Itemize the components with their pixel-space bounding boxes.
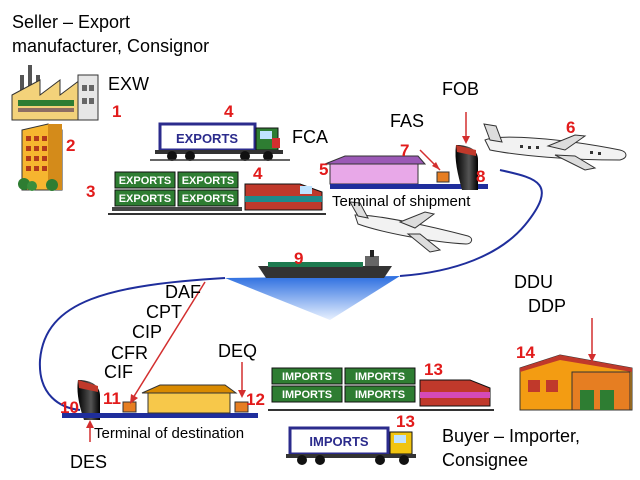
step-number: 11 bbox=[103, 389, 121, 408]
ship-bow-icon bbox=[455, 112, 478, 190]
term-ddu: DDU bbox=[514, 272, 553, 292]
exports-truck-label: EXPORTS bbox=[176, 131, 238, 146]
step-number: 10 bbox=[60, 398, 79, 417]
term-cfr: CFR bbox=[111, 343, 148, 363]
step-number: 5 bbox=[319, 160, 329, 179]
step-number: 3 bbox=[86, 182, 96, 201]
term-cpt: CPT bbox=[146, 302, 182, 322]
step-number: 9 bbox=[294, 249, 304, 268]
step-number: 8 bbox=[476, 167, 486, 186]
step-number: 6 bbox=[566, 118, 576, 137]
term-fas: FAS bbox=[390, 111, 425, 131]
sea-ship-icon bbox=[225, 250, 400, 320]
term-exw: EXW bbox=[108, 74, 150, 94]
route-line bbox=[399, 169, 543, 277]
term-ddp: DDP bbox=[528, 296, 567, 316]
imports-train-icon: IMPORTS IMPORTS IMPORTS IMPORTS bbox=[268, 367, 494, 411]
seller-line2: manufacturer, Consignor bbox=[12, 36, 210, 56]
imports-truck-icon: IMPORTS bbox=[286, 426, 416, 465]
airplane-icon bbox=[349, 201, 473, 253]
building-icon bbox=[18, 123, 63, 191]
buyer-line2: Consignee bbox=[442, 450, 529, 470]
term-daf: DAF bbox=[165, 282, 201, 302]
term-deq: DEQ bbox=[218, 341, 258, 361]
imports-wagon-label: IMPORTS bbox=[355, 371, 405, 383]
exports-wagon-label: EXPORTS bbox=[119, 193, 172, 205]
exports-truck-icon: EXPORTS bbox=[150, 122, 290, 161]
term-fob: FOB bbox=[442, 79, 480, 99]
factory-icon bbox=[11, 65, 99, 121]
terminal-of-destination: Terminal of destination bbox=[94, 425, 245, 442]
exports-train-icon: EXPORTS EXPORTS EXPORTS EXPORTS bbox=[108, 171, 326, 215]
step-number: 2 bbox=[66, 136, 76, 155]
shipment-terminal-icon bbox=[324, 149, 488, 189]
route-line-west bbox=[38, 277, 226, 411]
step-number: 4 bbox=[224, 102, 234, 121]
exports-wagon-label: EXPORTS bbox=[182, 193, 235, 205]
step-number: 4 bbox=[253, 164, 263, 183]
terminal-of-shipment: Terminal of shipment bbox=[332, 193, 471, 210]
step-number: 12 bbox=[246, 390, 265, 409]
step-number: 13 bbox=[424, 360, 443, 379]
buyer-warehouse-icon bbox=[519, 318, 633, 411]
airplane-icon bbox=[483, 123, 627, 171]
imports-wagon-label: IMPORTS bbox=[355, 389, 405, 401]
imports-wagon-label: IMPORTS bbox=[282, 389, 332, 401]
step-number: 14 bbox=[516, 343, 535, 362]
term-cif: CIF bbox=[104, 362, 133, 382]
buyer-line1: Buyer – Importer, bbox=[442, 426, 581, 446]
step-number: 13 bbox=[396, 412, 415, 431]
term-cip: CIP bbox=[132, 322, 163, 342]
term-fca: FCA bbox=[292, 127, 328, 147]
step-number: 7 bbox=[400, 141, 410, 160]
term-des: DES bbox=[70, 452, 108, 472]
exports-wagon-label: EXPORTS bbox=[182, 175, 235, 187]
imports-wagon-label: IMPORTS bbox=[282, 371, 332, 383]
step-number: 1 bbox=[112, 102, 122, 121]
seller-line1: Seller – Export bbox=[12, 12, 131, 32]
destination-terminal-icon bbox=[62, 281, 258, 442]
imports-truck-label: IMPORTS bbox=[309, 434, 369, 449]
exports-wagon-label: EXPORTS bbox=[119, 175, 172, 187]
